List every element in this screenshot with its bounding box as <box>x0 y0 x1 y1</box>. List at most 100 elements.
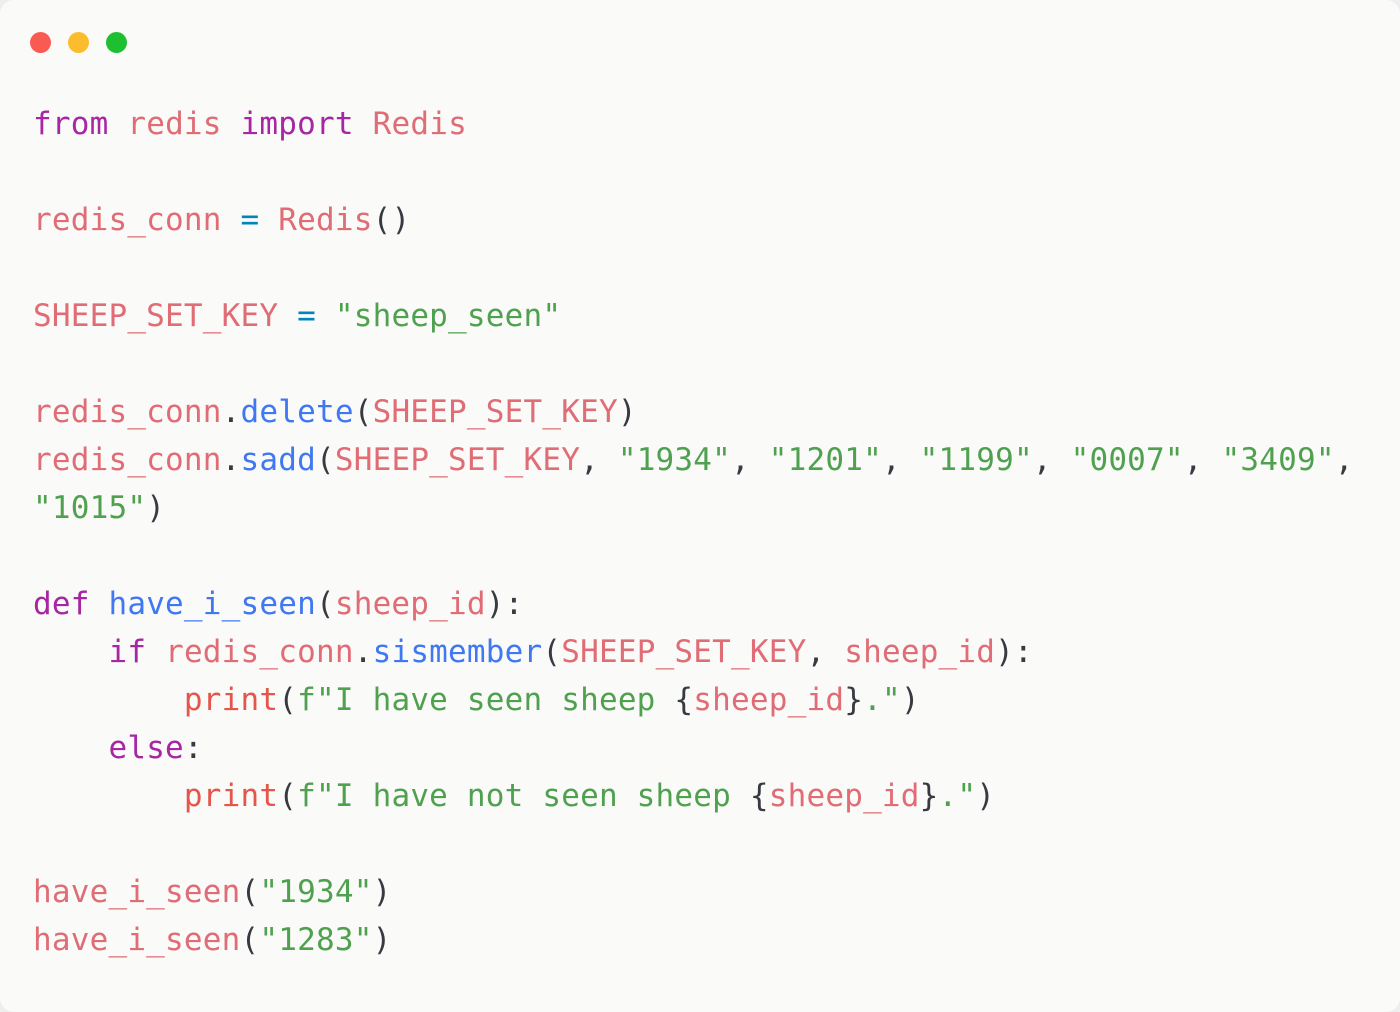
assign-operator: = <box>240 202 260 238</box>
sheep-id-literal: "1015" <box>33 490 147 526</box>
var-redis-conn: redis_conn <box>165 634 354 670</box>
python-code-block[interactable]: from redis import Redis redis_conn = Red… <box>33 100 1374 964</box>
arg-sheep-set-key: SHEEP_SET_KEY <box>334 442 581 478</box>
window-titlebar <box>0 0 1400 84</box>
colon: : <box>183 730 203 766</box>
method-sismember: sismember <box>372 634 543 670</box>
paren-open: ( <box>542 634 562 670</box>
sheep-id-literal: "1199" <box>919 442 1033 478</box>
method-delete: delete <box>240 394 354 430</box>
class-redis: Redis <box>372 106 467 142</box>
blank-line <box>33 148 1374 196</box>
code-line: have_i_seen("1934") <box>33 874 391 910</box>
comma: , <box>580 442 618 478</box>
keyword-def: def <box>33 586 90 622</box>
paren-open: ( <box>278 778 298 814</box>
function-name-have-i-seen: have_i_seen <box>108 586 316 622</box>
code-line: from redis import Redis <box>33 106 467 142</box>
const-sheep-set-key: SHEEP_SET_KEY <box>33 298 279 334</box>
comma: , <box>806 634 826 670</box>
paren-open: ( <box>315 442 335 478</box>
paren-close: ) <box>146 490 166 526</box>
fstring-prefix: f <box>297 682 316 718</box>
code-line: else: <box>33 730 203 766</box>
colon: : <box>1014 634 1033 670</box>
paren-open: ( <box>315 586 335 622</box>
close-button-icon[interactable] <box>30 31 51 53</box>
builtin-print: print <box>183 778 279 814</box>
arg-sheep-set-key: SHEEP_SET_KEY <box>372 394 618 430</box>
paren-open: ( <box>240 922 260 958</box>
string-sheep-seen: "sheep_seen" <box>334 298 562 334</box>
class-redis-call: Redis <box>278 202 373 238</box>
paren-close: ) <box>485 586 505 622</box>
paren-close: ) <box>372 922 392 958</box>
fstring-part-b: ." <box>938 778 977 814</box>
dot-accessor: . <box>353 634 373 670</box>
param-sheep-id: sheep_id <box>334 586 486 622</box>
paren-close: ) <box>900 682 920 718</box>
zoom-button-icon[interactable] <box>106 31 127 53</box>
fstring-part-b: ." <box>863 682 901 718</box>
keyword-from: from <box>33 106 109 142</box>
paren-open: ( <box>353 394 373 430</box>
code-line: print(f"I have seen sheep {sheep_id}.") <box>33 682 920 718</box>
brace-open: { <box>749 778 769 814</box>
brace-close: } <box>844 682 864 718</box>
builtin-print: print <box>183 682 279 718</box>
colon: : <box>504 586 524 622</box>
paren-open: ( <box>278 682 298 718</box>
traffic-light-buttons <box>30 31 127 53</box>
code-editor-area[interactable]: from redis import Redis redis_conn = Red… <box>0 84 1400 1012</box>
comma: , <box>1334 442 1373 478</box>
module-redis: redis <box>127 106 222 142</box>
sheep-id-literal: "3409" <box>1221 442 1335 478</box>
keyword-else: else <box>108 730 184 766</box>
paren-close: ) <box>617 394 637 430</box>
sheep-id-literal: "1201" <box>768 442 882 478</box>
interpolation-sheep-id: sheep_id <box>768 778 920 814</box>
fstring-prefix: f <box>297 778 316 814</box>
brace-close: } <box>919 778 939 814</box>
sheep-id-literal: "1934" <box>617 442 732 478</box>
code-line: redis_conn.sadd(SHEEP_SET_KEY, "1934", "… <box>33 442 1372 526</box>
code-line: def have_i_seen(sheep_id): <box>33 586 524 622</box>
arg-sheep-id-1934: "1934" <box>259 874 373 910</box>
code-line: have_i_seen("1283") <box>33 922 391 958</box>
var-redis-conn: redis_conn <box>33 202 222 238</box>
fstring-part-a: "I have not seen sheep <box>316 778 750 814</box>
blank-line <box>33 340 1374 388</box>
code-line: redis_conn.delete(SHEEP_SET_KEY) <box>33 394 637 430</box>
comma: , <box>731 442 769 478</box>
sheep-id-literal: "0007" <box>1070 442 1184 478</box>
code-line: print(f"I have not seen sheep {sheep_id}… <box>33 778 995 814</box>
paren-close: ) <box>372 874 392 910</box>
arg-sheep-set-key: SHEEP_SET_KEY <box>561 634 807 670</box>
paren-open: ( <box>240 874 260 910</box>
code-line: SHEEP_SET_KEY = "sheep_seen" <box>33 298 561 334</box>
blank-line <box>33 820 1374 868</box>
arg-sheep-id-1283: "1283" <box>259 922 373 958</box>
blank-line <box>33 244 1374 292</box>
comma: , <box>1032 442 1071 478</box>
var-redis-conn: redis_conn <box>33 442 222 478</box>
comma: , <box>881 442 920 478</box>
interpolation-sheep-id: sheep_id <box>693 682 845 718</box>
method-sadd: sadd <box>240 442 316 478</box>
fstring-part-a: "I have seen sheep <box>316 682 675 718</box>
paren-close: ) <box>976 778 996 814</box>
arg-sheep-id: sheep_id <box>844 634 996 670</box>
brace-open: { <box>674 682 694 718</box>
paren-close: ) <box>995 634 1015 670</box>
code-line: if redis_conn.sismember(SHEEP_SET_KEY, s… <box>33 634 1033 670</box>
var-redis-conn: redis_conn <box>33 394 222 430</box>
keyword-if: if <box>108 634 147 670</box>
blank-line <box>33 532 1374 580</box>
keyword-import: import <box>240 106 354 142</box>
sadd-id-list: , "1934", "1201", "1199", "0007", "3409"… <box>33 442 1372 526</box>
parentheses: () <box>372 202 411 238</box>
minimize-button-icon[interactable] <box>68 31 89 53</box>
call-have-i-seen: have_i_seen <box>33 922 241 958</box>
assign-operator: = <box>297 298 316 334</box>
